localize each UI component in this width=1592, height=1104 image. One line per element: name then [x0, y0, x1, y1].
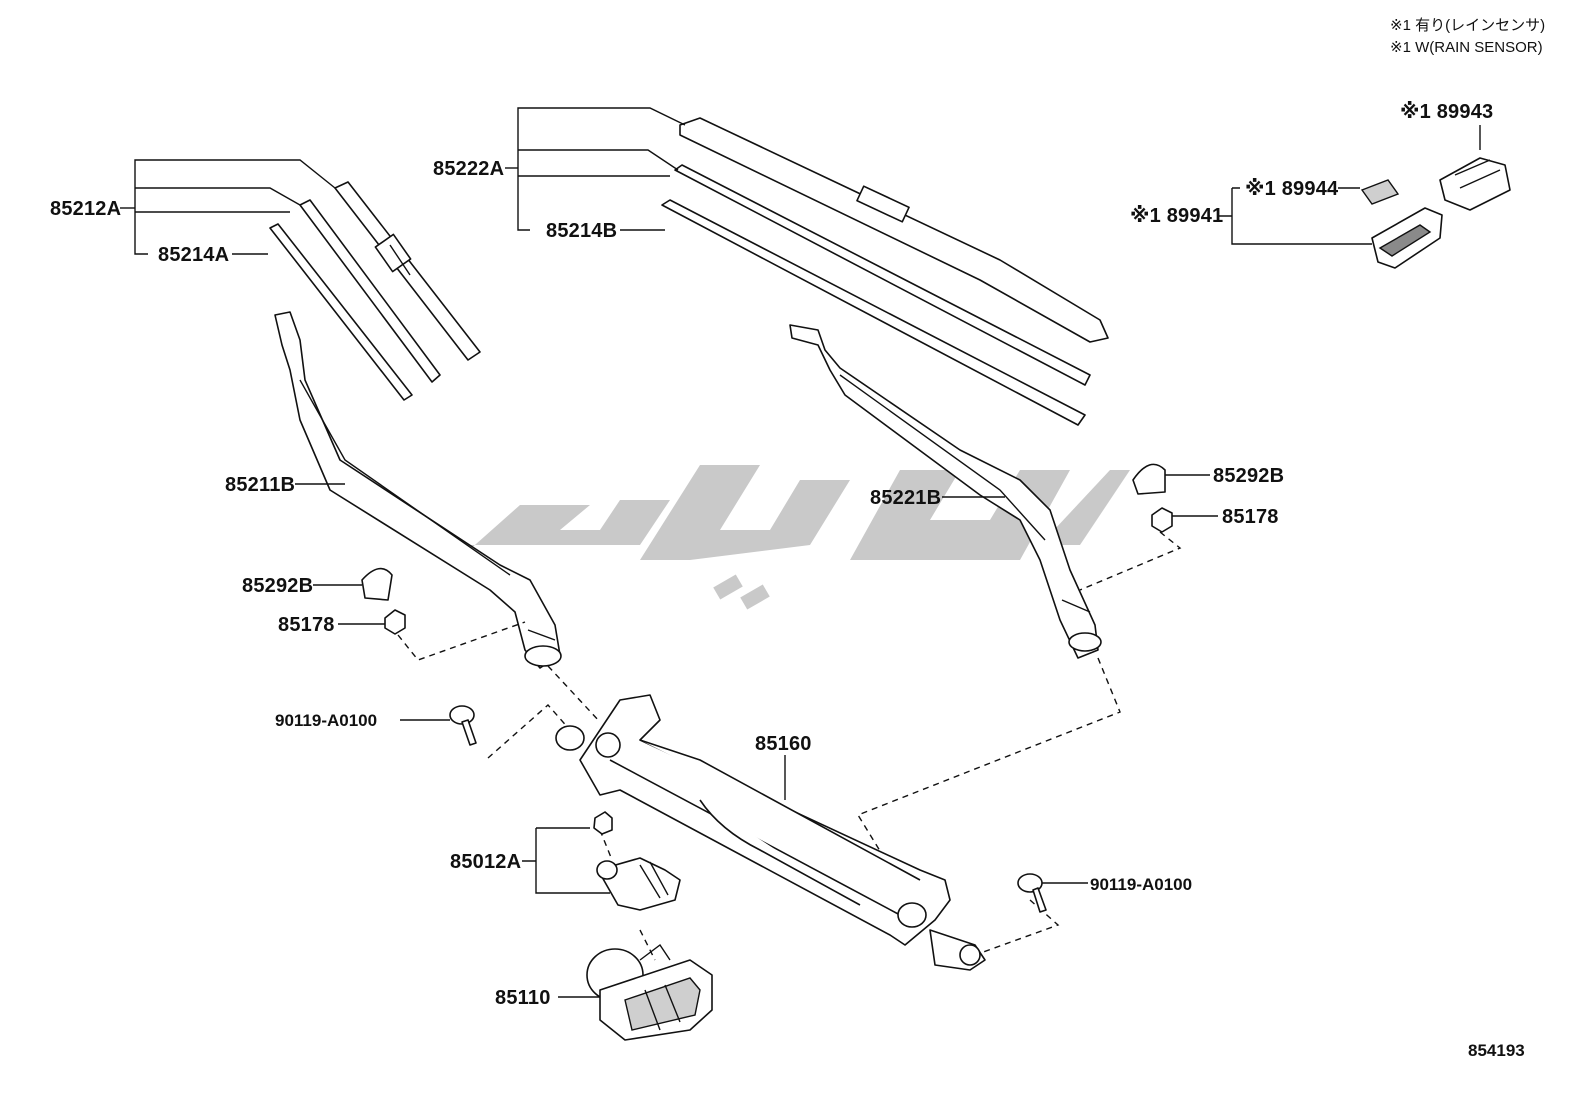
crank-arm — [593, 811, 681, 911]
note-rain-sensor-jp: ※1 有り(レインセンサ) — [1390, 17, 1545, 34]
right-nut — [1151, 507, 1173, 533]
note-rain-sensor-en: ※1 W(RAIN SENSOR) — [1390, 39, 1543, 56]
dashed-connectors — [397, 531, 1182, 961]
right-cap — [1132, 463, 1166, 495]
leader-85222A — [517, 107, 686, 231]
right-bolt — [1017, 873, 1047, 913]
left-nut — [384, 609, 406, 635]
label-85292B-left: 85292B — [242, 575, 313, 597]
wiper-motor — [586, 943, 713, 1041]
watermark — [458, 465, 1130, 610]
label-90119-A0100-left: 90119-A0100 — [275, 711, 377, 730]
right-wiper-blade — [661, 117, 1109, 426]
left-bolt — [449, 705, 477, 746]
label-85222A: 85222A — [433, 158, 504, 180]
label-85211B: 85211B — [225, 474, 295, 496]
leader-85212A — [134, 159, 336, 255]
label-85292B-right: 85292B — [1213, 465, 1284, 487]
label-89941: ※1 89941 — [1130, 205, 1223, 227]
label-85178-right: 85178 — [1222, 506, 1279, 528]
rain-sensor-group — [1360, 157, 1511, 269]
label-85012A: 85012A — [450, 851, 521, 873]
label-85214A: 85214A — [158, 244, 229, 266]
label-85160: 85160 — [755, 733, 812, 755]
right-wiper-arm — [789, 324, 1102, 659]
label-85214B: 85214B — [546, 220, 617, 242]
label-89943: ※1 89943 — [1400, 101, 1493, 123]
wiper-linkage — [555, 694, 986, 971]
label-85221B: 85221B — [870, 487, 941, 509]
diagram-number: 854193 — [1468, 1041, 1525, 1060]
label-90119-A0100-right: 90119-A0100 — [1090, 875, 1192, 894]
left-wiper-blade — [269, 181, 481, 401]
label-85178-left: 85178 — [278, 614, 335, 636]
left-cap — [361, 567, 393, 601]
label-89944: ※1 89944 — [1245, 178, 1339, 200]
left-wiper-arm — [274, 311, 562, 669]
label-85212A: 85212A — [50, 198, 121, 220]
label-85110: 85110 — [495, 987, 551, 1009]
